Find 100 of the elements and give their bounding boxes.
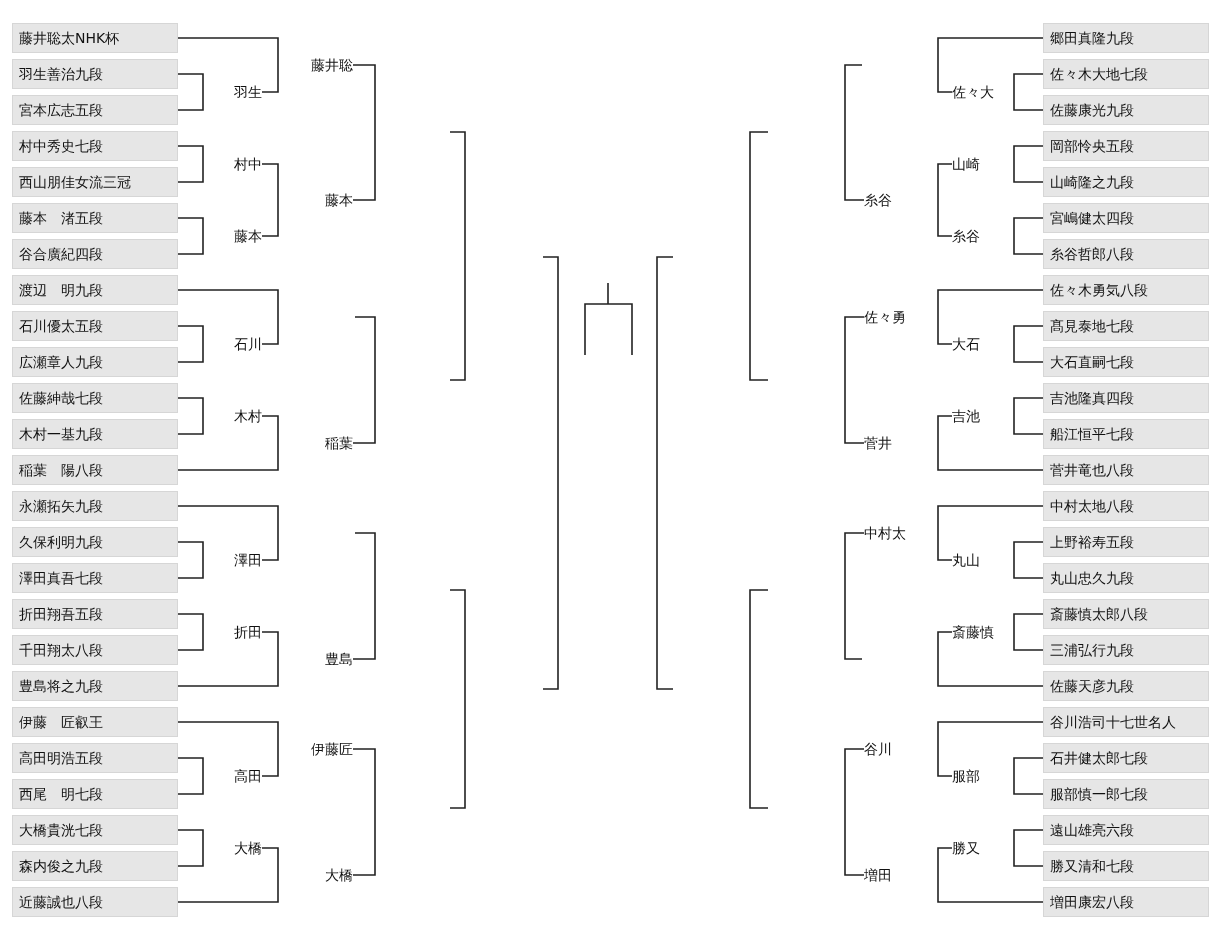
bracket-line xyxy=(352,748,376,876)
player-box: 佐々木勇気八段 xyxy=(1043,275,1209,305)
player-box: 山崎隆之九段 xyxy=(1043,167,1209,197)
player-box: 吉池隆真四段 xyxy=(1043,383,1209,413)
player-box: 近藤誠也八段 xyxy=(12,887,178,917)
player-box: 佐々木大地七段 xyxy=(1043,59,1209,89)
player-box: 遠山雄亮六段 xyxy=(1043,815,1209,845)
player-box: 岡部怜央五段 xyxy=(1043,131,1209,161)
winner-name: 佐々大 xyxy=(952,82,994,102)
winner-name: 中村太 xyxy=(864,523,906,543)
player-box: 渡辺 明九段 xyxy=(12,275,178,305)
bracket-line xyxy=(177,37,279,93)
player-box: 大石直嗣七段 xyxy=(1043,347,1209,377)
player-box: 佐藤康光九段 xyxy=(1043,95,1209,125)
player-box: 藤井聡太NHK杯 xyxy=(12,23,178,53)
winner-name: 伊藤匠 xyxy=(311,739,353,759)
player-box: 髙見泰地七段 xyxy=(1043,311,1209,341)
winner-name: 折田 xyxy=(234,622,262,642)
winner-name: 木村 xyxy=(234,406,262,426)
bracket-line xyxy=(177,289,279,345)
bracket-line xyxy=(1013,397,1044,435)
player-box: 大橋貴洸七段 xyxy=(12,815,178,845)
winner-name: 藤本 xyxy=(234,226,262,246)
player-box: 勝又清和七段 xyxy=(1043,851,1209,881)
bracket-line xyxy=(177,613,204,651)
bracket-line xyxy=(1013,757,1044,795)
bracket-line xyxy=(1013,73,1044,111)
player-box: 谷川浩司十七世名人 xyxy=(1043,707,1209,737)
winner-name: 谷川 xyxy=(864,739,892,759)
bracket-line xyxy=(177,415,279,471)
bracket-line xyxy=(177,325,204,363)
player-box: 折田翔吾五段 xyxy=(12,599,178,629)
bracket-line xyxy=(177,541,204,579)
winner-name: 高田 xyxy=(234,766,262,786)
winner-name: 稲葉 xyxy=(325,433,353,453)
player-box: 稲葉 陽八段 xyxy=(12,455,178,485)
bracket-line xyxy=(937,847,1044,903)
bracket-line xyxy=(177,217,204,255)
bracket-line xyxy=(937,289,1044,345)
player-box: 増田康宏八段 xyxy=(1043,887,1209,917)
player-box: 澤田真吾七段 xyxy=(12,563,178,593)
player-box: 宮本広志五段 xyxy=(12,95,178,125)
bracket-line xyxy=(937,631,1044,687)
bracket-line xyxy=(1013,325,1044,363)
winner-name: 増田 xyxy=(864,865,892,885)
player-box: 中村太地八段 xyxy=(1043,491,1209,521)
winner-name: 村中 xyxy=(234,154,262,174)
player-box: 石井健太郎七段 xyxy=(1043,743,1209,773)
player-box: 菅井竜也八段 xyxy=(1043,455,1209,485)
winner-name: 大石 xyxy=(952,334,980,354)
bracket-line xyxy=(177,721,279,777)
winner-name: 丸山 xyxy=(952,550,980,570)
bracket-line xyxy=(1013,829,1044,867)
bracket-line xyxy=(177,397,204,435)
bracket-line xyxy=(177,505,279,561)
winner-name: 佐々勇 xyxy=(864,307,906,327)
player-box: 森内俊之九段 xyxy=(12,851,178,881)
player-box: 木村一基九段 xyxy=(12,419,178,449)
winner-name: 藤井聡 xyxy=(311,55,353,75)
player-box: 広瀬章人九段 xyxy=(12,347,178,377)
player-box: 西尾 明七段 xyxy=(12,779,178,809)
bracket-line xyxy=(352,64,376,201)
player-box: 服部慎一郎七段 xyxy=(1043,779,1209,809)
bracket-line xyxy=(177,829,204,867)
player-box: 豊島将之九段 xyxy=(12,671,178,701)
player-box: 千田翔太八段 xyxy=(12,635,178,665)
player-box: 永瀬拓矢九段 xyxy=(12,491,178,521)
player-box: 高田明浩五段 xyxy=(12,743,178,773)
player-box: 丸山忠久九段 xyxy=(1043,563,1209,593)
bracket-line xyxy=(937,415,1044,471)
player-box: 西山朋佳女流三冠 xyxy=(12,167,178,197)
player-box: 三浦弘行九段 xyxy=(1043,635,1209,665)
player-box: 藤本 渚五段 xyxy=(12,203,178,233)
winner-name: 服部 xyxy=(952,766,980,786)
player-box: 久保利明九段 xyxy=(12,527,178,557)
player-box: 伊藤 匠叡王 xyxy=(12,707,178,737)
bracket-line xyxy=(177,757,204,795)
winner-name: 糸谷 xyxy=(864,190,892,210)
player-box: 上野裕寿五段 xyxy=(1043,527,1209,557)
bracket-line xyxy=(1013,217,1044,255)
winner-name: 石川 xyxy=(234,334,262,354)
bracket-line xyxy=(177,847,279,903)
bracket-line xyxy=(1013,613,1044,651)
player-box: 宮嶋健太四段 xyxy=(1043,203,1209,233)
winner-name: 大橋 xyxy=(325,865,353,885)
player-box: 船江恒平七段 xyxy=(1043,419,1209,449)
bracket-line xyxy=(1013,145,1044,183)
bracket-line xyxy=(844,748,865,876)
winner-name: 菅井 xyxy=(864,433,892,453)
player-box: 佐藤天彦九段 xyxy=(1043,671,1209,701)
winner-name: 大橋 xyxy=(234,838,262,858)
winner-name: 勝又 xyxy=(952,838,980,858)
bracket-line xyxy=(1013,541,1044,579)
player-box: 羽生善治九段 xyxy=(12,59,178,89)
bracket-line xyxy=(177,145,204,183)
bracket-line xyxy=(844,64,865,201)
bracket-line xyxy=(261,163,279,237)
player-box: 糸谷哲郎八段 xyxy=(1043,239,1209,269)
winner-name: 斎藤慎 xyxy=(952,622,994,642)
winner-name: 糸谷 xyxy=(952,226,980,246)
